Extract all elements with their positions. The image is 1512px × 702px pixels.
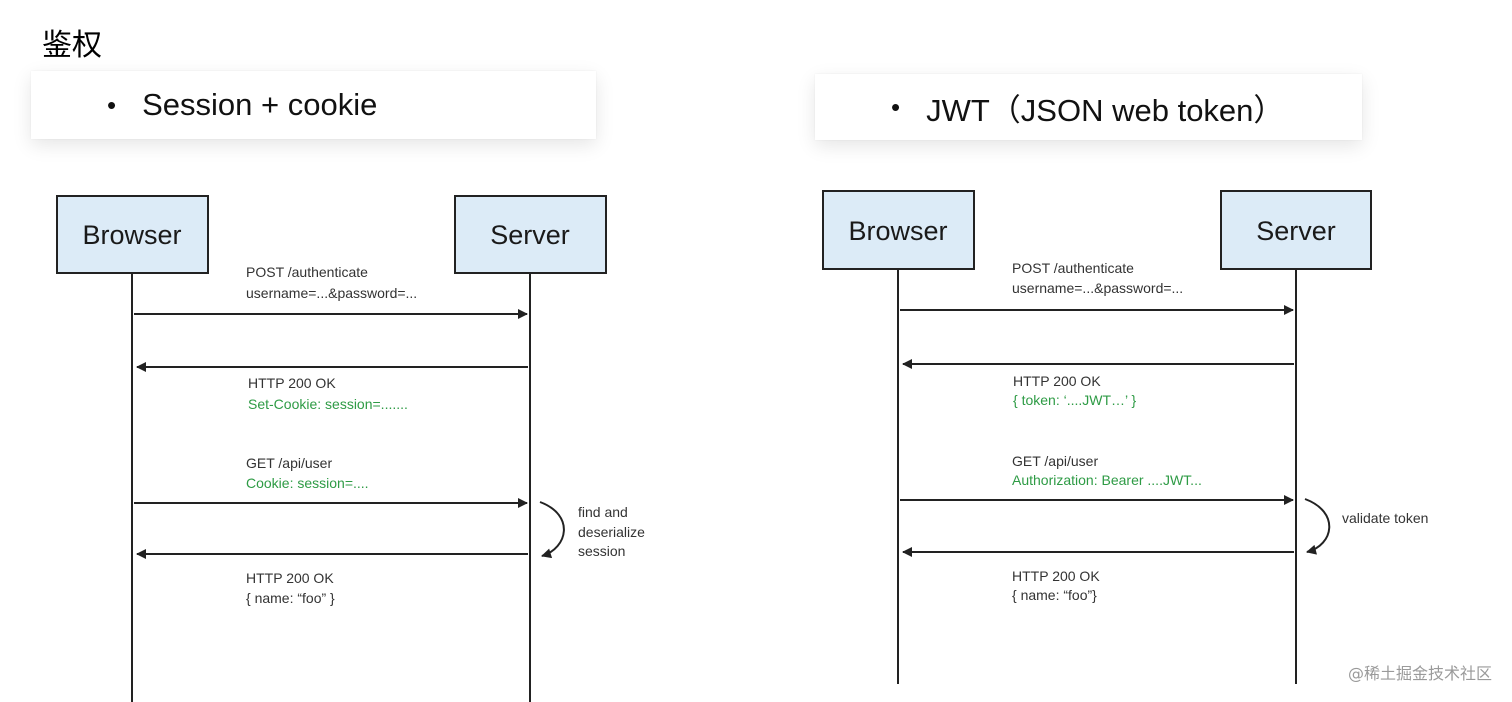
- process-note: find and: [578, 504, 628, 520]
- bullet-icon: •: [891, 91, 901, 122]
- session-cookie-heading-card: • Session + cookie: [31, 71, 596, 139]
- request-body: username=...&password=...: [1012, 280, 1183, 296]
- request-line: POST /authenticate: [246, 264, 368, 280]
- browser-box: [56, 195, 209, 274]
- set-cookie-header: Set-Cookie: session=.......: [248, 396, 408, 412]
- session-cookie-diagram: Browser Server POST /authenticate userna…: [56, 195, 645, 702]
- browser-box: [822, 190, 975, 270]
- browser-label: Browser: [848, 216, 947, 246]
- jwt-heading: JWT（JSON web token）: [926, 92, 1285, 128]
- watermark: @稀土掘金技术社区: [1347, 664, 1492, 683]
- process-note: validate token: [1342, 510, 1428, 526]
- self-process-arrow: [1304, 498, 1331, 555]
- server-label: Server: [490, 220, 570, 250]
- response-body: { name: “foo” }: [246, 590, 335, 606]
- response-status: HTTP 200 OK: [1012, 568, 1100, 584]
- response-status: HTTP 200 OK: [248, 375, 336, 391]
- request-line: GET /api/user: [246, 455, 332, 471]
- bullet-icon: •: [107, 89, 117, 120]
- server-box: [454, 195, 607, 274]
- page-title: 鉴权: [42, 28, 102, 63]
- cookie-header: Cookie: session=....: [246, 475, 369, 491]
- session-cookie-heading: Session + cookie: [142, 87, 378, 122]
- response-status: HTTP 200 OK: [246, 570, 334, 586]
- request-line: GET /api/user: [1012, 453, 1098, 469]
- request-line: POST /authenticate: [1012, 260, 1134, 276]
- jwt-heading-card: • JWT（JSON web token）: [815, 74, 1362, 140]
- authorization-header: Authorization: Bearer ....JWT...: [1012, 472, 1202, 488]
- jwt-diagram: Browser Server POST /authenticate userna…: [822, 190, 1428, 684]
- response-body: { name: “foo”}: [1012, 587, 1097, 603]
- request-body: username=...&password=...: [246, 285, 417, 301]
- browser-label: Browser: [82, 220, 181, 250]
- server-label: Server: [1256, 216, 1336, 246]
- self-process-arrow: [539, 501, 565, 559]
- process-note: deserialize: [578, 524, 645, 540]
- token-body: { token: ‘....JWT…’ }: [1013, 392, 1137, 408]
- process-note: session: [578, 543, 625, 559]
- response-status: HTTP 200 OK: [1013, 373, 1101, 389]
